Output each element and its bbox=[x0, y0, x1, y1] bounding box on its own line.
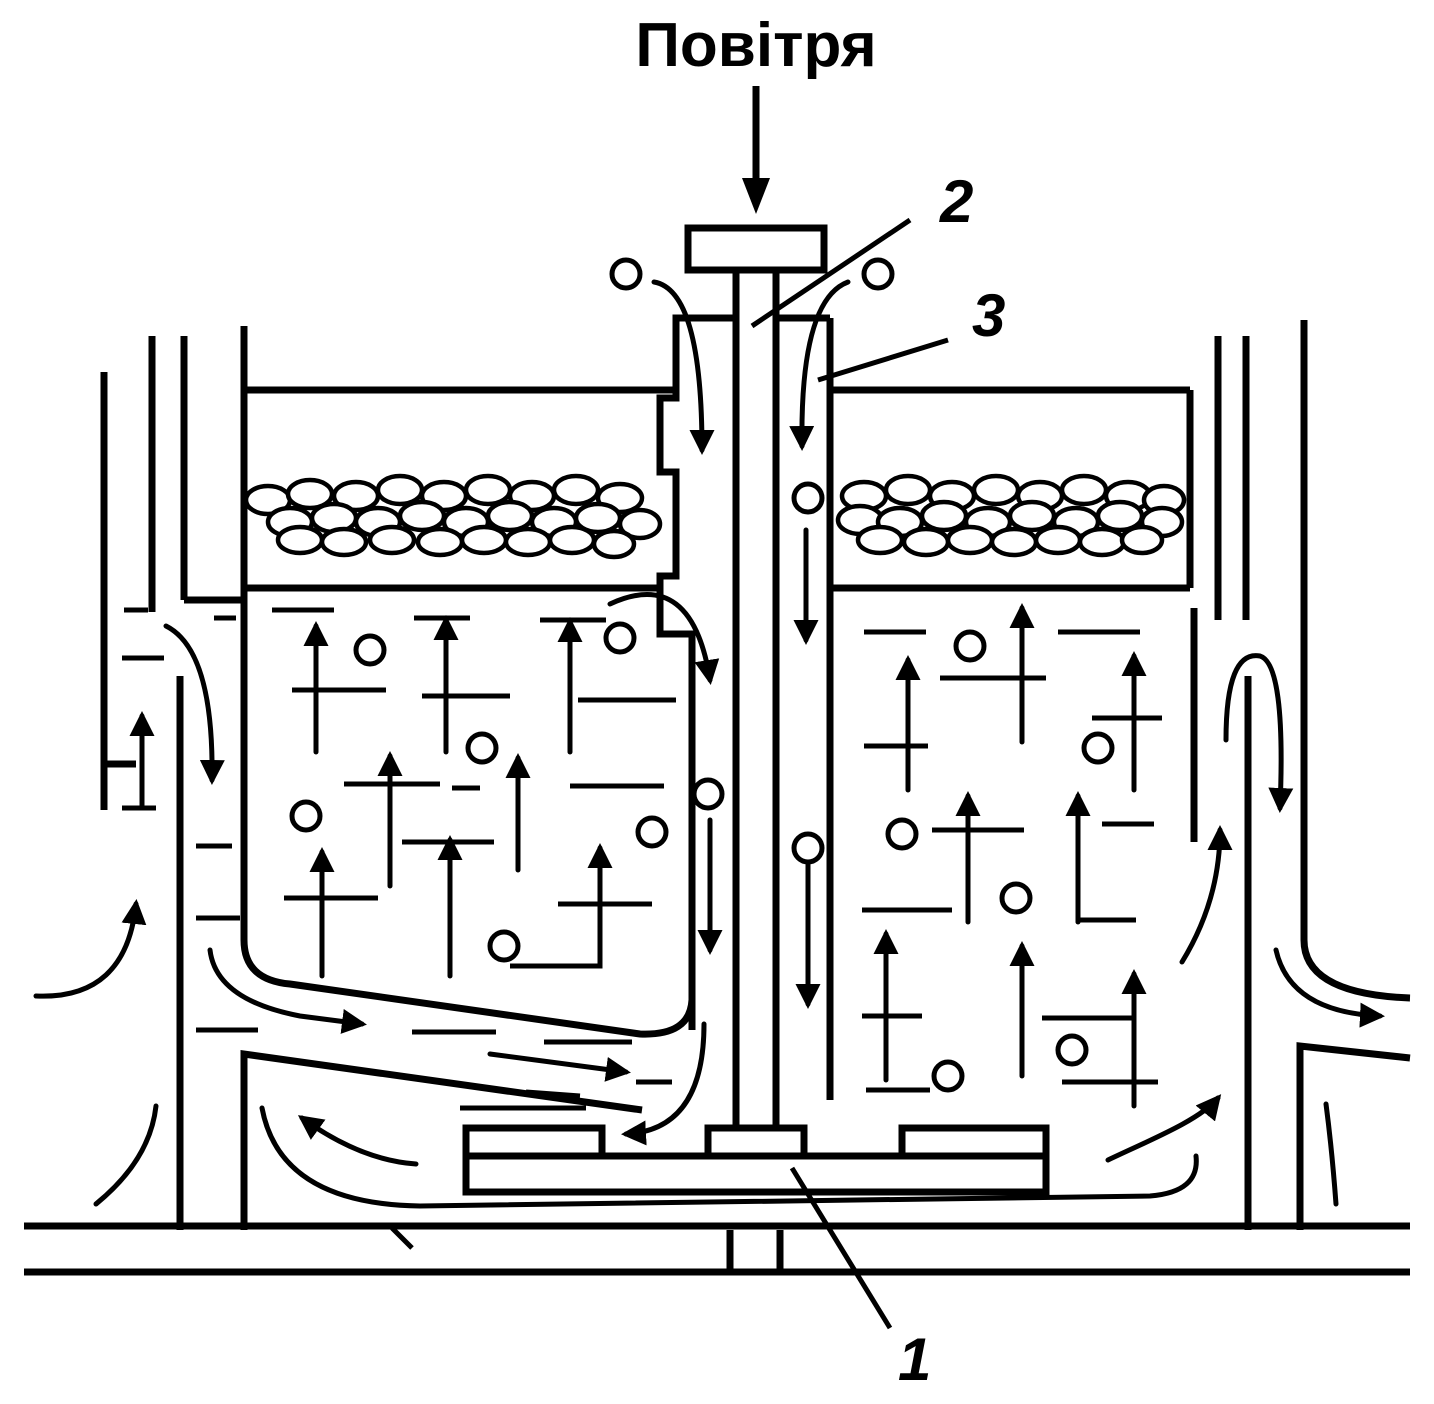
right-wall-assembly bbox=[1190, 320, 1411, 1230]
air-inlet-arrow bbox=[742, 86, 770, 214]
flow-arrow-right-outlet bbox=[1273, 947, 1385, 1028]
pulp-dashes-left bbox=[122, 607, 676, 1045]
impeller bbox=[462, 1124, 1050, 1196]
air-label: Повітря bbox=[635, 11, 876, 80]
flow-arrow-right-up bbox=[1179, 825, 1233, 965]
flow-arrow-down-right-top bbox=[789, 279, 851, 451]
froth-compartment-left bbox=[244, 386, 676, 592]
flow-arrow-left-lower bbox=[297, 1115, 419, 1167]
flow-arrow-to-impeller bbox=[621, 1021, 707, 1146]
left-deflector bbox=[240, 1049, 643, 1230]
callout-1: 1 bbox=[898, 1326, 931, 1393]
rising-arrows-right bbox=[873, 603, 1147, 1109]
left-wall-assembly bbox=[100, 326, 696, 1230]
rising-arrows-left bbox=[303, 615, 613, 979]
flow-arrow-left-down bbox=[163, 623, 225, 785]
flow-arrow-bottom-left-2 bbox=[487, 1051, 631, 1082]
air-bubbles-tube bbox=[691, 481, 825, 865]
flow-arrow-bottom-left-1 bbox=[207, 947, 367, 1034]
flow-curve-left-bottom bbox=[93, 1103, 159, 1207]
flow-arrow-down-left-top bbox=[651, 279, 715, 455]
froth-compartment-right bbox=[830, 386, 1194, 592]
pulp-flow-path bbox=[259, 1105, 1199, 1209]
froth-layer-right bbox=[835, 473, 1187, 558]
stator-tube bbox=[656, 314, 834, 1100]
callout-2: 2 bbox=[939, 168, 973, 235]
flow-arrow-right-overflow bbox=[1223, 653, 1294, 813]
air-bubbles-right-chamber bbox=[885, 629, 1115, 1093]
flow-arrow-right-lower bbox=[1105, 1094, 1222, 1163]
leader-lines bbox=[750, 217, 949, 1330]
flow-curve-right-bottom bbox=[1323, 1101, 1339, 1207]
froth-layer-left bbox=[243, 473, 663, 560]
air-bubbles-left-chamber bbox=[289, 621, 669, 963]
pulp-dashes-right bbox=[862, 629, 1162, 1093]
flow-arrow-left-inlet bbox=[33, 899, 147, 999]
air-pipe bbox=[732, 270, 780, 1126]
flow-arrow-froth-return bbox=[607, 592, 720, 685]
air-bubbles-top bbox=[609, 257, 895, 291]
callout-3: 3 bbox=[972, 282, 1005, 349]
air-pipe-cap bbox=[684, 224, 828, 274]
base-plate bbox=[24, 1222, 1410, 1276]
